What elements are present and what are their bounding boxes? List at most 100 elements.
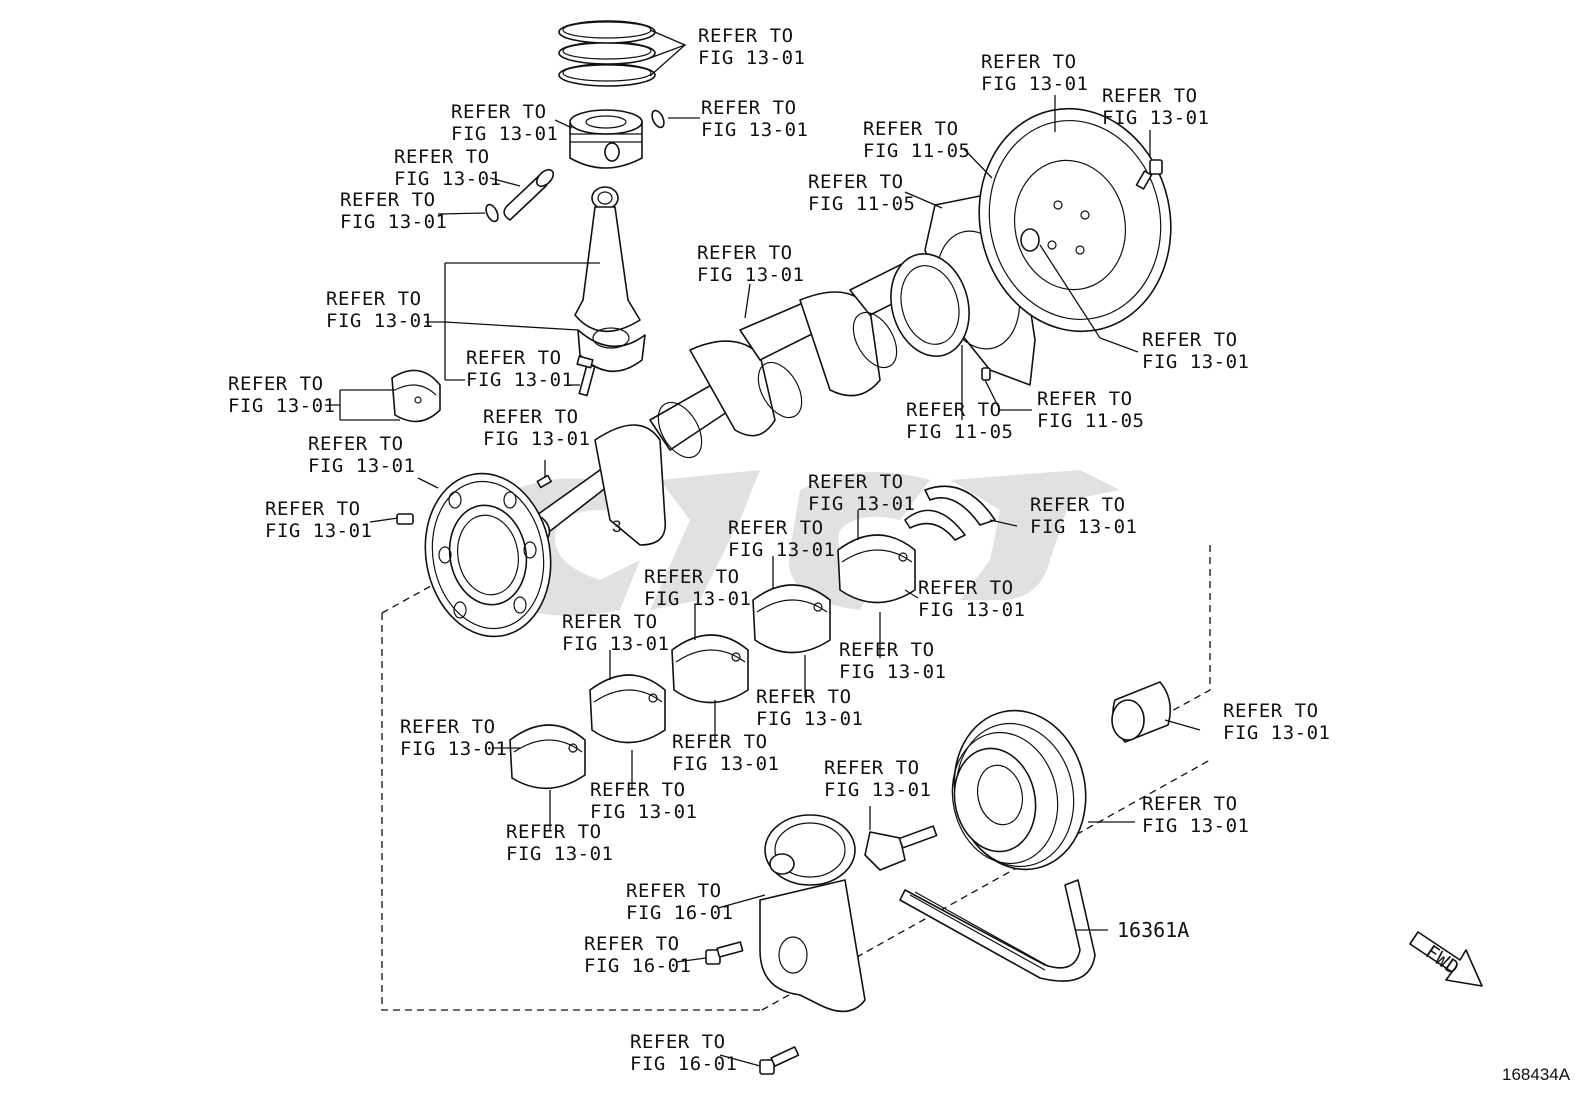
callout-line2: FIG 13-01	[466, 369, 573, 391]
main-bearing-4	[752, 584, 831, 654]
callout: REFER TO FIG 13-01	[1142, 329, 1249, 373]
callout-line2: FIG 11-05	[808, 193, 915, 215]
main-bearing-3	[671, 634, 749, 704]
callout: REFER TO FIG 11-05	[863, 118, 970, 162]
callout-line2: FIG 13-01	[394, 168, 501, 190]
callout-line2: FIG 13-01	[672, 753, 779, 775]
callout-line2: FIG 13-01	[808, 493, 915, 515]
leader-lines	[325, 29, 1201, 1067]
callout-line1: REFER TO	[590, 779, 686, 801]
callout-line1: REFER TO	[863, 118, 959, 140]
pulley-bolt	[1111, 681, 1171, 743]
callout-line2: FIG 13-01	[400, 738, 507, 760]
piston	[569, 109, 643, 169]
callout-line1: REFER TO	[698, 25, 794, 47]
callout-line1: REFER TO	[1030, 494, 1126, 516]
callout-line2: FIG 13-01	[562, 633, 669, 655]
callout-line2: FIG 13-01	[483, 428, 590, 450]
callout-line1: REFER TO	[1142, 793, 1238, 815]
callout-line1: REFER TO	[265, 498, 361, 520]
tensioner-pulley-bolt	[864, 825, 938, 871]
callout: REFER TO FIG 13-01	[451, 101, 558, 145]
callout-line1: REFER TO	[326, 288, 422, 310]
callout: REFER TO FIG 11-05	[1037, 388, 1144, 432]
callout-line1: REFER TO	[918, 577, 1014, 599]
callout: REFER TO FIG 11-05	[906, 399, 1013, 443]
callout: REFER TO FIG 13-01	[697, 242, 804, 286]
con-rod-bolt	[576, 355, 596, 397]
callout-line1: REFER TO	[906, 399, 1002, 421]
callout-line1: REFER TO	[584, 933, 680, 955]
connecting-rod	[574, 186, 646, 373]
callout: REFER TO FIG 13-01	[918, 577, 1025, 621]
v-ribbed-belt	[899, 879, 1096, 982]
callout: REFER TO FIG 13-01	[265, 498, 372, 542]
callout: REFER TO FIG 13-01	[756, 686, 863, 730]
main-bearing-2	[589, 674, 666, 744]
tensioner-bolt-upper	[705, 941, 744, 965]
callout: REFER TO FIG 13-01	[1223, 700, 1330, 744]
callout-line2: FIG 11-05	[1037, 410, 1144, 432]
callout-line1: REFER TO	[644, 566, 740, 588]
callout-line2: FIG 13-01	[698, 47, 805, 69]
callout: REFER TO FIG 13-01	[483, 406, 590, 450]
callout-line2: FIG 13-01	[701, 119, 808, 141]
callout: REFER TO FIG 13-01	[308, 433, 415, 477]
callout-line2: FIG 13-01	[265, 520, 372, 542]
callout: REFER TO FIG 13-01	[672, 731, 779, 775]
callout-line1: REFER TO	[697, 242, 793, 264]
callout-line2: FIG 13-01	[590, 801, 697, 823]
crank-key	[536, 474, 552, 489]
callout-line1: REFER TO	[506, 821, 602, 843]
timing-sprocket	[424, 472, 552, 638]
callout-line2: FIG 13-01	[228, 395, 335, 417]
callout-line1: REFER TO	[400, 716, 496, 738]
callout-line1: REFER TO	[466, 347, 562, 369]
callout-line1: REFER TO	[1142, 329, 1238, 351]
callout: REFER TO FIG 16-01	[630, 1031, 737, 1075]
piston-pin-clip-lower	[485, 203, 499, 223]
part-number-label: 16361A	[1117, 918, 1189, 942]
main-bearing-1	[509, 724, 586, 790]
callout-line1: REFER TO	[839, 639, 935, 661]
callout: REFER TO FIG 13-01	[400, 716, 507, 760]
callout: REFER TO FIG 13-01	[728, 517, 835, 561]
callout-line2: FIG 16-01	[584, 955, 691, 977]
callout-line2: FIG 11-05	[906, 421, 1013, 443]
figure-id: 168434A	[1502, 1065, 1571, 1084]
callout-line2: FIG 13-01	[340, 211, 447, 233]
callout-line2: FIG 13-01	[308, 455, 415, 477]
callout-line1: REFER TO	[728, 517, 824, 539]
piston-pin-clip	[651, 109, 665, 129]
callout-line2: FIG 13-01	[1142, 815, 1249, 837]
callout-line2: FIG 13-01	[1142, 351, 1249, 373]
callout-line1: REFER TO	[1223, 700, 1319, 722]
callout: REFER TO FIG 13-01	[644, 566, 751, 610]
callout: REFER TO FIG 13-01	[228, 373, 335, 417]
callout-line1: REFER TO	[672, 731, 768, 753]
callout: REFER TO FIG 16-01	[584, 933, 691, 977]
callout-line1: REFER TO	[562, 611, 658, 633]
callout: REFER TO FIG 13-01	[981, 51, 1088, 95]
rear-oil-seal	[890, 253, 970, 357]
callout: REFER TO FIG 13-01	[839, 639, 946, 683]
callout-line2: FIG 13-01	[728, 539, 835, 561]
piston-rings	[558, 20, 656, 87]
tensioner-bolt-lower	[759, 1046, 800, 1075]
callout-line1: REFER TO	[483, 406, 579, 428]
callout-line2: FIG 13-01	[1223, 722, 1330, 744]
flywheel-bolt	[1135, 159, 1163, 190]
callout-line2: FIG 13-01	[824, 779, 931, 801]
thrust-washer	[904, 485, 996, 541]
callout-line1: REFER TO	[228, 373, 324, 395]
callout-line2: FIG 16-01	[630, 1053, 737, 1075]
callout: REFER TO FIG 13-01	[466, 347, 573, 391]
callout-line2: FIG 13-01	[697, 264, 804, 286]
callout: REFER TO FIG 13-01	[562, 611, 669, 655]
main-bearing-5	[837, 534, 916, 604]
callout: REFER TO FIG 13-01	[1030, 494, 1137, 538]
callout-line2: FIG 11-05	[863, 140, 970, 162]
callout-line1: REFER TO	[630, 1031, 726, 1053]
